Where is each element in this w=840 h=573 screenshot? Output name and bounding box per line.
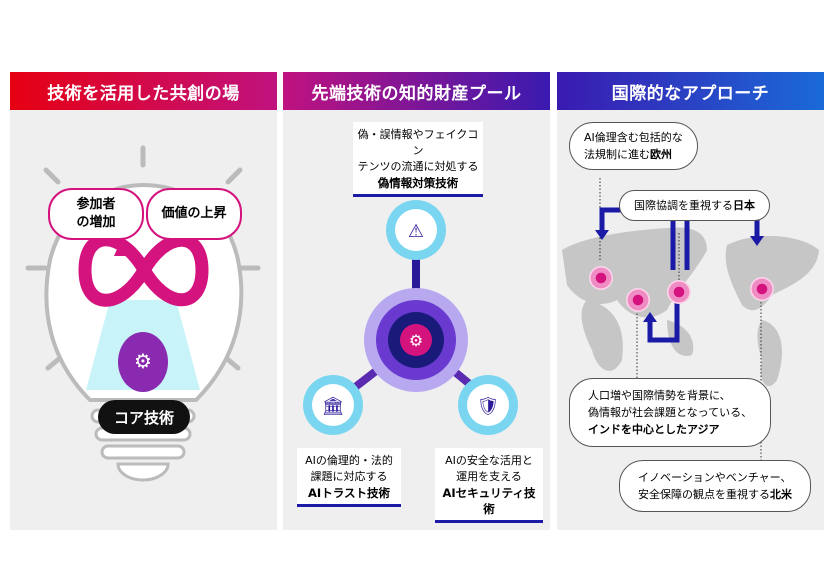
card-title: 偽情報対策技術 <box>377 176 459 190</box>
india-marker <box>626 288 650 312</box>
bubble-text: 国際協調を重視する <box>634 199 733 212</box>
co-creation-panel: 技術を活用した共創の場 ⚙ 参加者の増加 価値の上昇 コア技術 <box>10 72 277 530</box>
card-text: テンツの流通に対処する <box>357 160 479 173</box>
bubble-text: 安全保障の観点を重視する <box>638 488 770 501</box>
participants-increase-pill: 参加者の増加 <box>48 188 144 240</box>
bubble-bold: 日本 <box>733 199 755 212</box>
card-text: AIの倫理的・法的 <box>305 454 393 467</box>
card-title: AIセキュリティ技術 <box>442 486 536 516</box>
card-text: AIの安全な活用と <box>445 454 533 467</box>
japan-bubble: 国際協調を重視する日本 <box>619 190 770 221</box>
bubble-text: AI倫理含む包括的な <box>584 131 683 144</box>
north-america-bubble: イノベーションやベンチャー、安全保障の観点を重視する北米 <box>619 460 811 512</box>
bubble-text: 法規制に進む <box>584 148 650 161</box>
bubble-text: イノベーションやベンチャー、 <box>638 471 792 484</box>
bubble-text: 人口増や国際情勢を背景に、 <box>588 389 731 402</box>
panel-title: 先端技術の知的財産プール <box>283 72 550 110</box>
card-text: 偽・誤情報やフェイクコン <box>357 128 479 157</box>
panel-title: 国際的なアプローチ <box>557 72 824 110</box>
technology-hub-diagram: ⚠ ⚙ 🏛 🛡 <box>303 200 518 435</box>
international-approach-panel: 国際的なアプローチ AI倫理含む包括的な法規制に進む欧州 国際協調を重視する日本… <box>557 72 824 530</box>
pill-line: の増加 <box>76 215 116 230</box>
lightbulb-icon: ⚙ <box>25 145 261 482</box>
value-rise-pill: 価値の上昇 <box>146 188 242 240</box>
alert-search-icon: ⚠ <box>408 221 424 242</box>
japan-marker <box>667 280 691 304</box>
north-america-marker <box>750 277 774 301</box>
shield-lock-icon: 🛡 <box>477 396 500 417</box>
bubble-bold: 北米 <box>770 488 792 501</box>
pill-line: 参加者 <box>76 197 116 212</box>
ai-trust-tech-card: AIの倫理的・法的課題に対応する AIトラスト技術 <box>297 448 401 507</box>
gears-icon: ⚙ <box>134 349 152 373</box>
gear-check-icon: ⚙ <box>409 331 423 350</box>
europe-bubble: AI倫理含む包括的な法規制に進む欧州 <box>569 122 698 170</box>
bubble-bold: インドを中心としたアジア <box>588 423 720 436</box>
bubble-text: 偽情報が社会課題となっている、 <box>588 406 753 419</box>
asia-bubble: 人口増や国際情勢を背景に、偽情報が社会課題となっている、インドを中心としたアジア <box>569 378 772 447</box>
card-text: 課題に対応する <box>310 470 388 483</box>
panel-title: 技術を活用した共創の場 <box>10 72 277 110</box>
europe-marker <box>589 266 613 290</box>
institution-icon: 🏛 <box>322 396 345 417</box>
ip-pool-panel: 先端技術の知的財産プール ⚠ ⚙ 🏛 🛡 偽・誤情報やフェイクコンテンツの流通に… <box>283 72 550 530</box>
core-technology-label: コア技術 <box>98 400 190 434</box>
bubble-bold: 欧州 <box>650 148 672 161</box>
card-text: 運用を支える <box>456 470 522 483</box>
ai-security-tech-card: AIの安全な活用と運用を支える AIセキュリティ技術 <box>435 448 543 523</box>
card-title: AIトラスト技術 <box>308 486 390 500</box>
disinformation-tech-card: 偽・誤情報やフェイクコンテンツの流通に対処する偽情報対策技術 <box>353 122 483 197</box>
